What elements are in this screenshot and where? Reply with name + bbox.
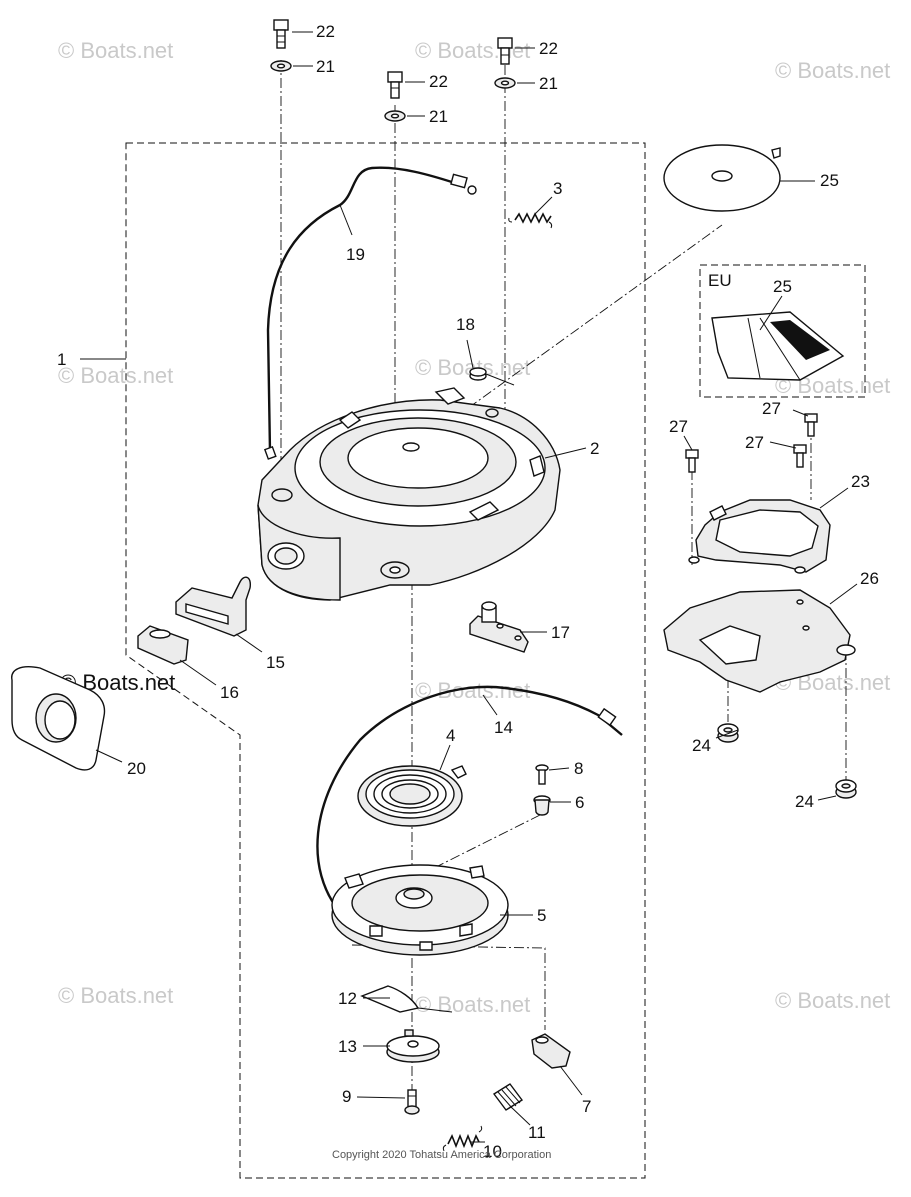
watermark: © Boats.net (775, 58, 890, 83)
watermark: © Boats.net (415, 38, 530, 63)
callout-5: 5 (537, 906, 546, 925)
callout-14: 14 (494, 718, 513, 737)
bolt-27-left-icon (685, 449, 699, 473)
callout-22: 22 (316, 22, 335, 41)
callout-21: 21 (316, 57, 335, 76)
callout-24: 24 (795, 792, 814, 811)
cap-13-icon (386, 1029, 440, 1063)
grommet-24-left-icon (717, 723, 739, 743)
leader-lines (80, 31, 858, 1143)
starter-handle-15-icon (175, 576, 252, 637)
callout-19: 19 (346, 245, 365, 264)
eu-label: EU (708, 271, 732, 290)
bolt-27-right-icon (804, 413, 818, 437)
callout-3: 3 (553, 179, 562, 198)
watermark: © Boats.net (415, 992, 530, 1017)
plate-25-icon (663, 144, 781, 212)
ratchet-12-icon (360, 985, 420, 1013)
callout-15: 15 (266, 653, 285, 672)
watermark: © Boats.net (58, 363, 173, 388)
reel-5-icon (331, 864, 509, 956)
callout-17: 17 (551, 623, 570, 642)
assembly-1-boundary (125, 142, 646, 1179)
callouts: 22 21 22 21 22 21 3 25 25 19 18 1 2 27 2… (57, 22, 879, 1161)
watermark: © Boats.net (415, 678, 530, 703)
callout-25: 25 (820, 171, 839, 190)
callout-18: 18 (456, 315, 475, 334)
copyright-text: Copyright 2020 Tohatsu America Corporati… (332, 1149, 551, 1161)
eu-variant-box (699, 264, 866, 398)
screw-8-icon (535, 764, 549, 785)
cover-26-icon (663, 589, 856, 693)
decal-25-eu-icon (711, 311, 845, 381)
callout-27: 27 (669, 417, 688, 436)
handle-insert-16-icon (137, 625, 189, 665)
spiral-spring-4-icon (357, 765, 467, 827)
bolt-22-center-icon (387, 71, 403, 99)
callout-21: 21 (429, 107, 448, 126)
callout-7: 7 (582, 1097, 591, 1116)
spring-11-icon (492, 1083, 524, 1111)
watermark: © Boats.net (775, 988, 890, 1013)
callout-1: 1 (57, 350, 66, 369)
callout-25-eu: 25 (773, 277, 792, 296)
starter-rope-14-icon (316, 685, 623, 913)
callout-21: 21 (539, 74, 558, 93)
callout-22: 22 (429, 72, 448, 91)
callout-16: 16 (220, 683, 239, 702)
spring-18-icon (469, 367, 515, 386)
callout-22: 22 (539, 39, 558, 58)
callout-9: 9 (342, 1087, 351, 1106)
cable-19-icon (266, 166, 456, 453)
watermark: © Boats.net (58, 983, 173, 1008)
callout-8: 8 (574, 759, 583, 778)
plate-17-icon (469, 601, 529, 653)
callout-11: 11 (528, 1123, 546, 1142)
grommet-24-right-icon (835, 779, 857, 799)
guide-23-icon (688, 499, 831, 574)
bolt-27-mid-icon (793, 444, 807, 468)
watermark: © Boats.net (58, 38, 173, 63)
callout-26: 26 (860, 569, 879, 588)
callout-23: 23 (851, 472, 870, 491)
callout-10: 10 (483, 1142, 502, 1161)
bolt-9-icon (404, 1089, 420, 1115)
recoil-housing-2-icon (257, 387, 561, 601)
callout-2: 2 (590, 439, 599, 458)
callout-24: 24 (692, 736, 711, 755)
callout-12: 12 (338, 989, 357, 1008)
callout-27: 27 (762, 399, 781, 418)
bolt-22-right-icon (497, 37, 513, 65)
pawl-7-icon (531, 1033, 571, 1069)
callout-20: 20 (127, 759, 146, 778)
bolt-22-left-icon (273, 19, 289, 49)
callout-27: 27 (745, 433, 764, 452)
collar-6-icon (533, 795, 551, 816)
spring-3-icon (508, 212, 553, 229)
cover-20-icon (11, 666, 106, 771)
callout-4: 4 (446, 726, 455, 745)
spring-10-icon (442, 1125, 483, 1152)
callout-6: 6 (575, 793, 584, 812)
callout-13: 13 (338, 1037, 357, 1056)
